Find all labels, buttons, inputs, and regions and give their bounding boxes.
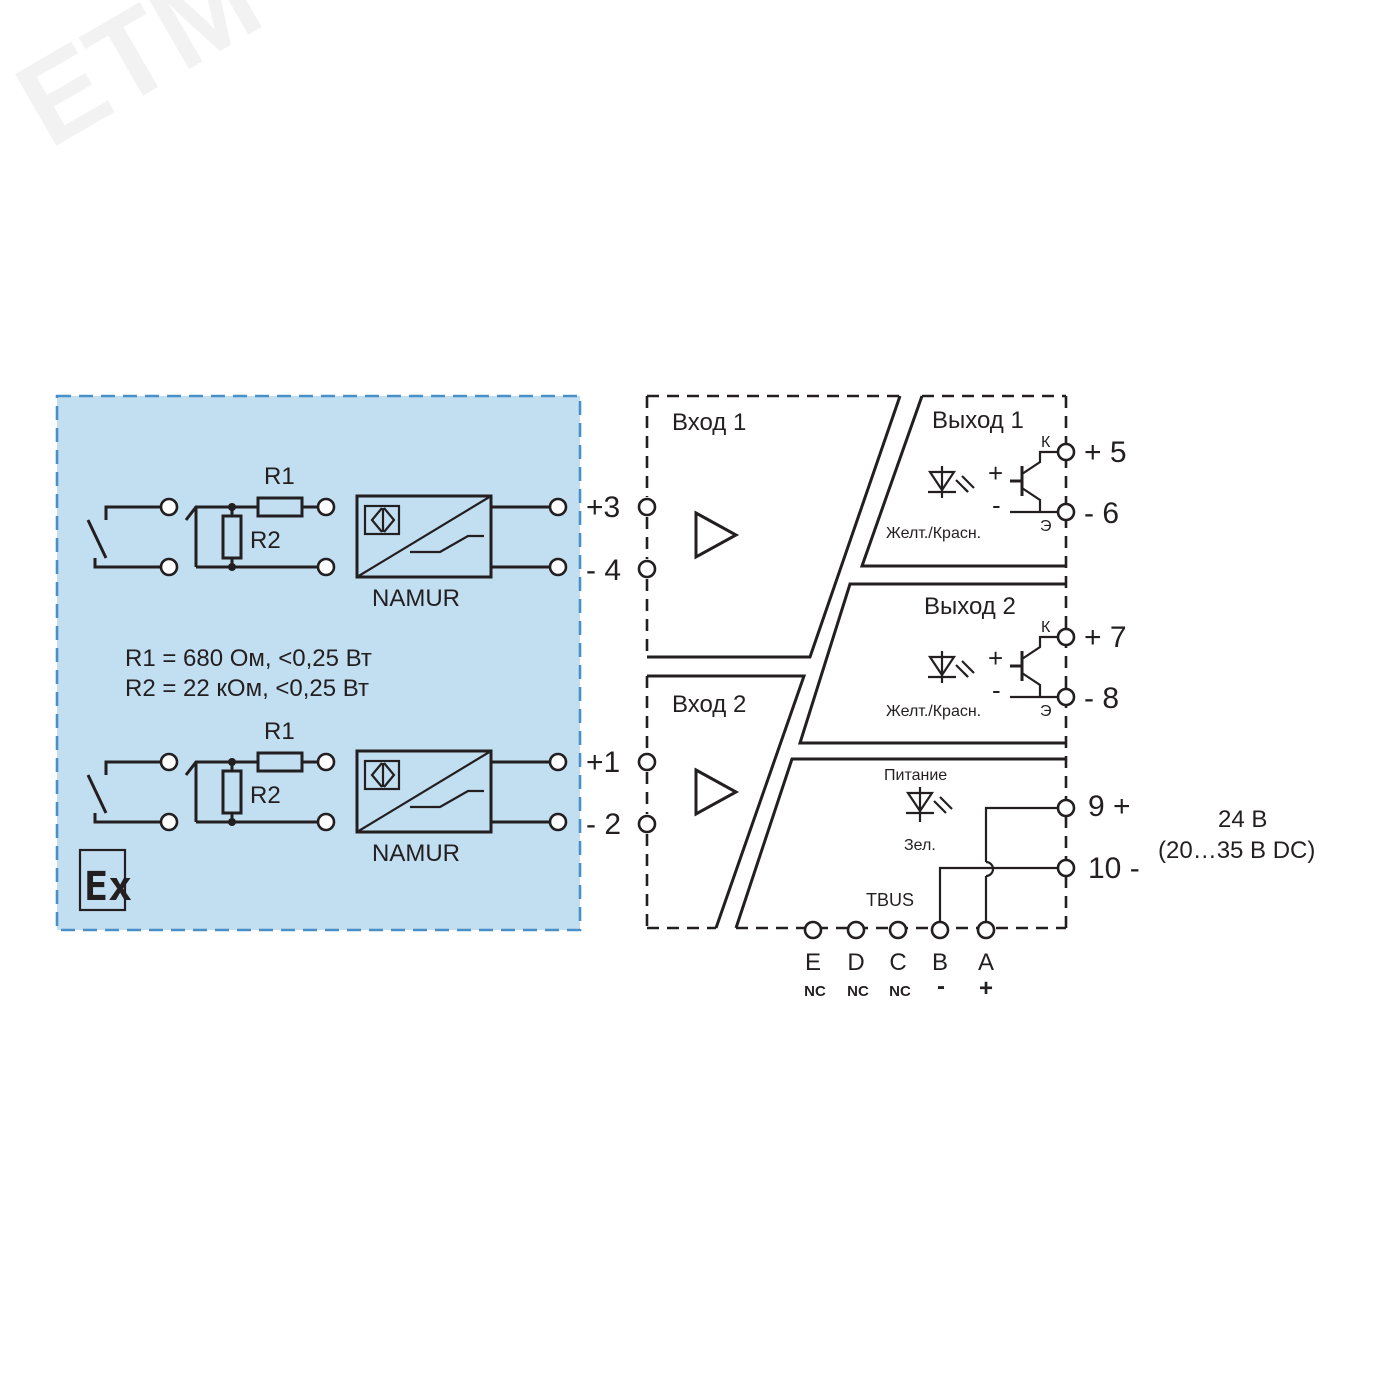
terminal-icon [803,920,823,940]
output-1-stage: Желт./Красн. + - К Э + 5 - 6 [886,434,1127,542]
input-1-label: Вход 1 [672,409,746,436]
terminal-2-label: - 2 [586,808,621,841]
ex-icon: Ex [78,848,132,912]
ex-zone-area [55,394,582,932]
terminal-icon [930,920,950,940]
base-minus: - [992,675,1001,705]
collector-label: К [1041,434,1051,451]
collector-label: К [1041,619,1051,636]
supply-range: (20…35 В DC) [1158,837,1315,864]
emitter-label: Э [1040,703,1052,720]
terminal-3-label: +3 [586,491,620,524]
namur-sensor-icon: NAMUR [355,749,568,867]
tbus-pin-b: B [932,949,948,976]
terminal-10-label: 10 - [1088,852,1140,885]
terminal-icon [637,814,657,834]
power-led-label: Зел. [904,837,936,854]
terminal-icon [1056,442,1076,462]
r2-label: R2 [250,782,281,809]
switch-icon [86,752,179,832]
r1-label: R1 [264,718,295,745]
power-section: Питание Зел. 9 + 10 - 24 В (20…35 В DC) … [866,767,1315,922]
terminal-icon [1056,858,1076,878]
resistor-network-1: R1 R2 [184,463,336,577]
module-partitions [647,395,1066,929]
led-out-2-label: Желт./Красн. [886,703,981,720]
terminal-icon [637,497,657,517]
r1-label: R1 [264,463,295,490]
terminal-icon [888,920,908,940]
output-1-label: Выход 1 [932,407,1024,434]
output-2-label: Выход 2 [924,593,1016,620]
tbus-pin-a: A [978,949,994,976]
watermark-logo: ETM [0,0,282,172]
namur-label-2: NAMUR [372,840,460,867]
transistor-icon [1010,635,1057,699]
power-label: Питание [884,767,947,784]
emitter-label: Э [1040,518,1052,535]
supply-voltage: 24 В [1218,806,1267,833]
tbus-pin-d-sub: NC [847,983,869,1000]
terminal-icon [637,752,657,772]
terminal-icon [1056,627,1076,647]
namur-sensor-icon: NAMUR [355,494,568,612]
terminal-7-label: + 7 [1084,621,1127,654]
tbus-pin-c: C [889,949,906,976]
resistor-network-2: R1 R2 [184,718,336,832]
terminal-icon [976,920,996,940]
switch-icon [86,497,179,577]
transistor-icon [1010,450,1057,514]
tbus-pin-d: D [847,949,864,976]
led-icon [927,466,975,498]
sensor-group-1: R1 R2 NAMUR [86,463,568,612]
r2-label: R2 [250,527,281,554]
base-minus: - [992,490,1001,520]
ex-mark: Ex [84,864,132,910]
spec-r2: R2 = 22 кОм, <0,25 Вт [125,675,369,702]
tbus-pin-e: E [805,949,821,976]
terminal-icon [1056,687,1076,707]
output-2-stage: Желт./Красн. + - К Э + 7 - 8 [886,619,1127,720]
tbus-pin-e-sub: NC [804,983,826,1000]
led-icon [905,787,953,822]
led-out-1-label: Желт./Красн. [886,525,981,542]
amplifier-icon [694,767,740,817]
terminal-5-label: + 5 [1084,436,1127,469]
tbus-pin-b-sub: - [937,973,945,1000]
base-plus: + [988,458,1003,488]
namur-label-1: NAMUR [372,585,460,612]
amplifier-icon [694,510,740,560]
terminal-9-label: 9 + [1088,790,1131,823]
led-icon [927,651,975,683]
base-plus: + [988,643,1003,673]
sensor-group-2: R1 R2 NAMUR [86,718,568,867]
terminal-4-label: - 4 [586,554,621,587]
terminal-icon [637,559,657,579]
terminal-8-label: - 8 [1084,682,1119,715]
terminal-icon [1056,502,1076,522]
terminal-icon [846,920,866,940]
input-2-label: Вход 2 [672,691,746,718]
terminal-icon [1056,798,1076,818]
spec-r1: R1 = 680 Ом, <0,25 Вт [125,645,372,672]
tbus-pin-a-sub: + [979,975,993,1002]
input-terminals: +3 - 4 +1 - 2 [586,491,657,841]
tbus-pins: E D C B A NC NC NC - + [803,920,996,1002]
tbus-label: TBUS [866,890,914,910]
tbus-pin-c-sub: NC [889,983,911,1000]
terminal-6-label: - 6 [1084,497,1119,530]
terminal-1-label: +1 [586,746,620,779]
